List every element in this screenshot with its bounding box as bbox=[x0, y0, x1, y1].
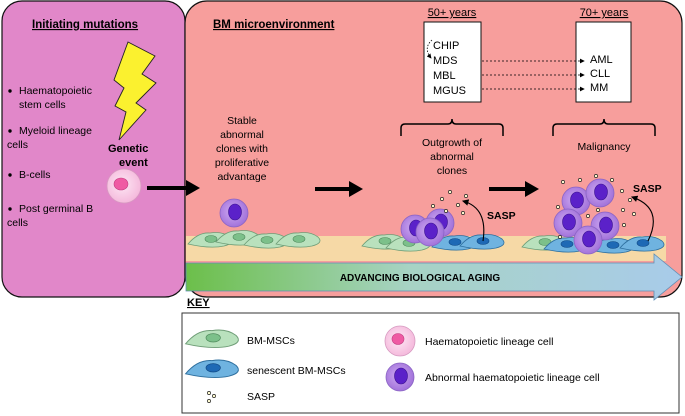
left-panel-title: Initiating mutations bbox=[32, 19, 138, 31]
transition-arrow-3 bbox=[489, 181, 539, 197]
haematopoietic-cell-icon bbox=[106, 168, 142, 204]
key-abnormal-cell-label: Abnormal haematopoietic lineage cell bbox=[425, 372, 600, 384]
age-70-label: 70+ years bbox=[580, 7, 629, 19]
age-50-label: 50+ years bbox=[428, 7, 477, 19]
left-item-2a: Myeloid lineage bbox=[19, 125, 92, 137]
key-sasp-label: SASP bbox=[247, 391, 275, 403]
sasp-arrow-stage2 bbox=[461, 199, 485, 242]
outgrowth-label: Outgrowth of abnormal clones bbox=[422, 137, 482, 177]
key-title: KEY bbox=[187, 297, 210, 309]
outgrowth-line-2: abnormal bbox=[430, 151, 474, 163]
outgrowth-line-1: Outgrowth of bbox=[422, 137, 482, 149]
key-senescent-label: senescent BM-MSCs bbox=[247, 365, 346, 377]
stable-line-3: clones with bbox=[216, 143, 268, 155]
key-haem-cell-label: Haematopoietic lineage cell bbox=[425, 336, 553, 348]
bullet-4 bbox=[8, 207, 12, 211]
aging-arrow-label: ADVANCING BIOLOGICAL AGING bbox=[340, 273, 501, 284]
left-item-2b: cells bbox=[7, 139, 28, 151]
stable-line-2: abnormal bbox=[220, 129, 264, 141]
sasp-label-stage2: SASP bbox=[487, 210, 516, 222]
box50-chip: CHIP bbox=[433, 40, 459, 52]
stable-line-4: proliferative bbox=[215, 157, 269, 169]
box70-aml: AML bbox=[590, 54, 613, 66]
sasp-arrow-stage3 bbox=[630, 195, 654, 242]
left-item-4a: Post germinal B bbox=[19, 203, 93, 215]
lightning-bolt-icon bbox=[113, 41, 157, 141]
box-70-plus bbox=[575, 21, 632, 103]
bullet-3 bbox=[8, 173, 12, 177]
left-item-3: B-cells bbox=[19, 169, 51, 181]
bullet-1 bbox=[8, 89, 12, 93]
brace-outgrowth bbox=[400, 118, 504, 136]
chip-to-mds-arrow bbox=[426, 39, 433, 59]
sasp-label-stage3: SASP bbox=[633, 183, 662, 195]
genetic-event-label-2: event bbox=[119, 157, 148, 169]
genetic-event-label-1: Genetic bbox=[108, 143, 148, 155]
brace-malignancy bbox=[552, 118, 656, 136]
left-panel bbox=[1, 0, 186, 298]
box-50-plus bbox=[423, 21, 482, 103]
box70-cll: CLL bbox=[590, 68, 610, 80]
key-bm-mscs-label: BM-MSCs bbox=[247, 335, 295, 347]
outgrowth-line-3: clones bbox=[437, 165, 467, 177]
box50-mds: MDS bbox=[433, 55, 457, 67]
bullet-2 bbox=[8, 129, 12, 133]
malignancy-label: Malignancy bbox=[577, 141, 631, 153]
box50-mgus: MGUS bbox=[433, 85, 466, 97]
transition-arrow-2 bbox=[315, 181, 363, 197]
left-item-1a: Haematopoietic bbox=[19, 85, 92, 97]
stable-line-1: Stable bbox=[227, 115, 257, 127]
stable-clones-label: Stable abnormal clones with proliferativ… bbox=[215, 115, 269, 183]
progression-connectors bbox=[482, 58, 585, 92]
main-panel-title: BM microenvironment bbox=[213, 19, 335, 31]
key-haem-cell-icon bbox=[384, 325, 416, 357]
left-item-4b: cells bbox=[7, 217, 28, 229]
box70-mm: MM bbox=[590, 82, 608, 94]
box50-mbl: MBL bbox=[433, 70, 456, 82]
stable-line-5: advantage bbox=[217, 171, 266, 183]
key-abnormal-cell-icon bbox=[385, 362, 415, 392]
transition-arrow-1 bbox=[147, 180, 200, 196]
aging-arrow bbox=[185, 253, 683, 301]
left-item-1b: stem cells bbox=[19, 99, 66, 111]
key-box bbox=[181, 312, 680, 414]
